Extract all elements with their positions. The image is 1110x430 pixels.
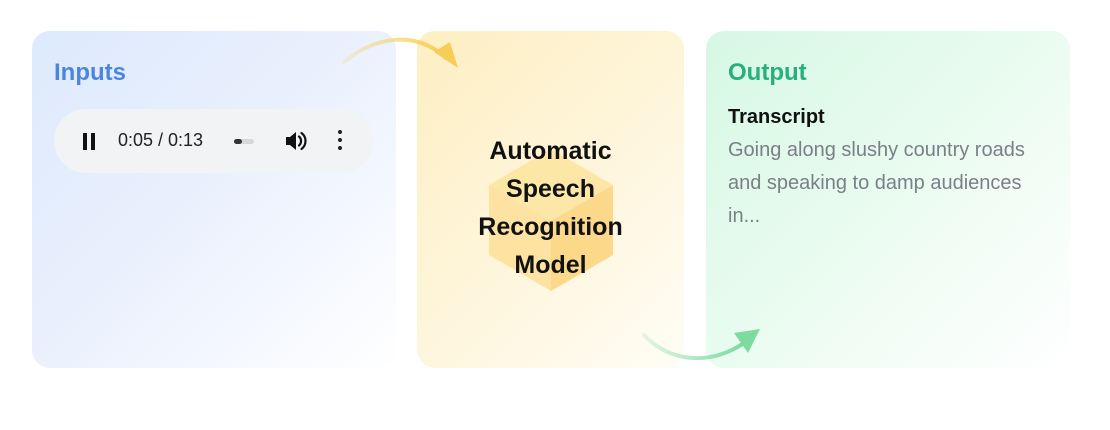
more-options-button[interactable] bbox=[336, 129, 344, 151]
volume-button[interactable] bbox=[284, 130, 308, 157]
model-card: Automatic Speech Recognition Model bbox=[417, 31, 684, 368]
volume-icon bbox=[286, 131, 307, 151]
transcript-label: Transcript bbox=[728, 106, 825, 128]
inputs-card: Inputs 0:05 / 0:13 bbox=[32, 31, 396, 368]
audio-player[interactable]: 0:05 / 0:13 bbox=[54, 109, 373, 173]
output-card: Output Transcript Going along slushy cou… bbox=[706, 31, 1070, 368]
more-vert-icon bbox=[338, 130, 342, 134]
model-label: Automatic Speech Recognition Model bbox=[478, 137, 623, 279]
pause-button[interactable] bbox=[82, 133, 96, 150]
arrow-input-to-model bbox=[342, 37, 458, 68]
cube-icon bbox=[489, 149, 613, 291]
arrow-model-to-output bbox=[642, 329, 760, 361]
playback-time: 0:05 / 0:13 bbox=[118, 130, 204, 150]
progress-bar[interactable] bbox=[234, 139, 254, 144]
progress-fill bbox=[234, 139, 242, 144]
inputs-title: Inputs bbox=[54, 59, 126, 86]
pause-icon bbox=[83, 133, 87, 150]
output-title: Output bbox=[728, 59, 807, 86]
transcript-text: Going along slushy country roads and spe… bbox=[728, 139, 1025, 227]
